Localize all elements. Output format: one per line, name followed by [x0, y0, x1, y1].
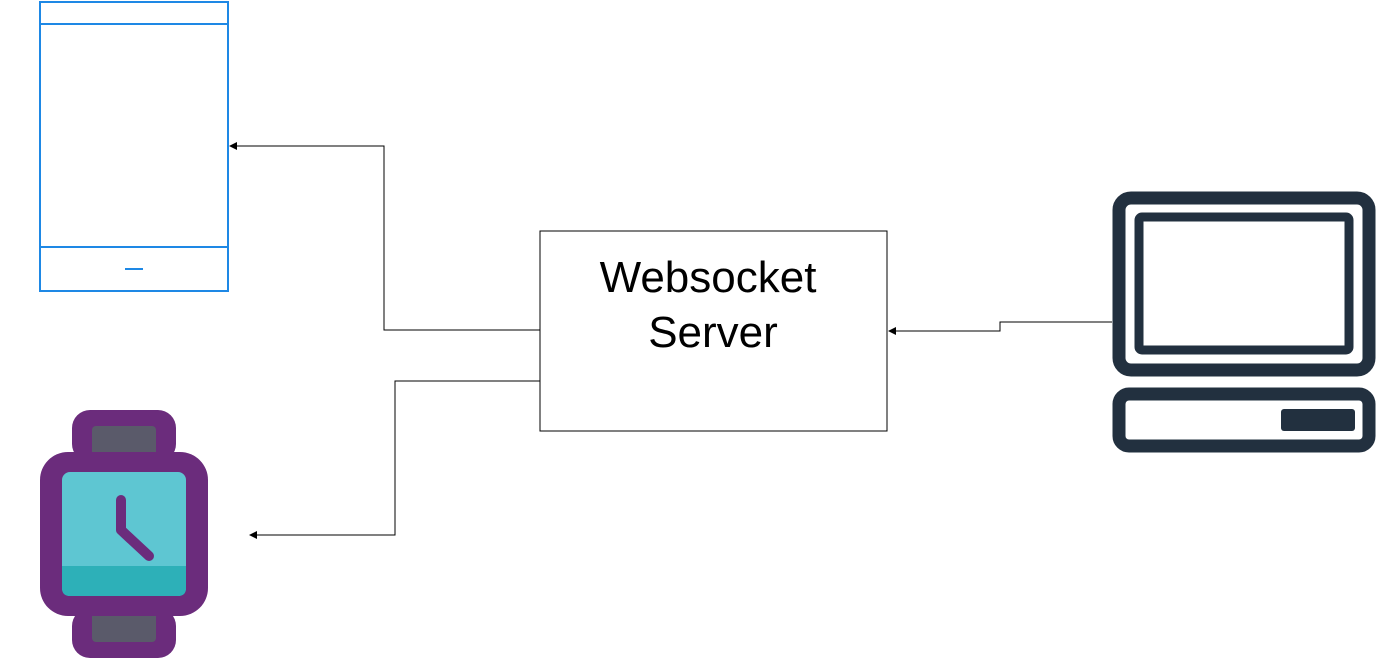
connector-computer-to-server [888, 321, 1112, 335]
desktop-computer-icon [1112, 191, 1376, 453]
smartphone-icon [39, 1, 229, 292]
connector-server-to-watch [249, 380, 540, 539]
smartwatch-icon [40, 410, 208, 658]
server-label-line2: Server [648, 308, 778, 357]
connector-server-to-phone [229, 142, 540, 331]
server-label-line1: Websocket [600, 253, 817, 302]
websocket-server-node: Websocket Server [539, 230, 888, 432]
